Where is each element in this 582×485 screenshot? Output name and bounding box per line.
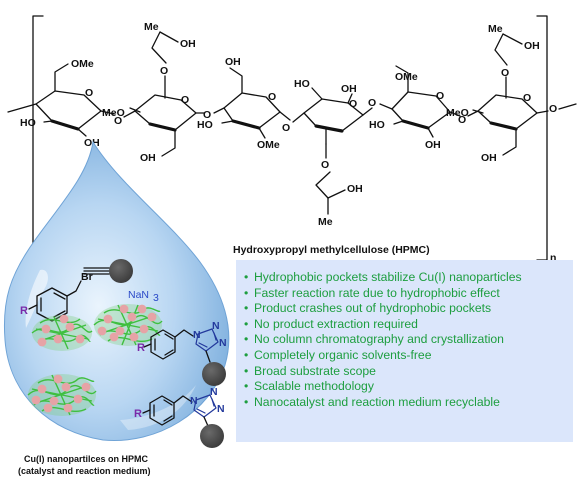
nanoparticle-cluster (27, 374, 97, 416)
svg-text:NaN: NaN (128, 289, 149, 301)
substituent-label: R (20, 305, 28, 317)
svg-text:OMe: OMe (71, 58, 94, 70)
triazole-product: R N N N (137, 320, 227, 386)
polymer-structure: n OMe HO OH O O O Me OH MeO OH O O (7, 15, 577, 264)
svg-text:O: O (436, 90, 444, 102)
svg-text:O: O (85, 87, 93, 99)
svg-text:O: O (523, 92, 531, 104)
benefit-item: •Nanocatalyst and reaction medium recycl… (244, 394, 500, 409)
svg-text:MeO: MeO (446, 107, 469, 119)
drop-body (3, 140, 230, 441)
right-bracket (536, 15, 548, 261)
svg-text:3: 3 (153, 292, 159, 304)
svg-text:R: R (137, 342, 145, 354)
svg-text:O: O (549, 103, 557, 115)
svg-text:OH: OH (341, 83, 357, 95)
nanoparticle-cluster (31, 314, 93, 351)
benefit-item: •Broad substrate scope (244, 363, 376, 378)
polymer-title: Hydroxypropyl methylcellulose (HPMC) (233, 244, 430, 256)
svg-text:HO: HO (369, 119, 385, 131)
svg-text:OH: OH (347, 183, 363, 195)
svg-text:HO: HO (197, 119, 213, 131)
svg-text:O: O (114, 115, 122, 127)
svg-text:OMe: OMe (257, 139, 280, 151)
svg-text:N: N (190, 395, 198, 407)
benefit-item: •No column chromatography and crystalliz… (244, 332, 504, 347)
svg-text:R: R (134, 408, 142, 420)
svg-text:O: O (321, 159, 329, 171)
benefit-item: •Faster reaction rate due to hydrophobic… (244, 285, 500, 300)
svg-text:N: N (193, 329, 201, 341)
nanoparticle-cluster (93, 304, 163, 346)
svg-text:O: O (160, 65, 168, 77)
svg-text:OH: OH (180, 38, 196, 50)
svg-text:OH: OH (481, 152, 497, 164)
svg-text:O: O (203, 109, 211, 121)
svg-text:O: O (349, 98, 357, 110)
svg-text:N: N (219, 337, 227, 349)
svg-text:OH: OH (140, 152, 156, 164)
svg-text:O: O (268, 91, 276, 103)
svg-text:HO: HO (294, 78, 310, 90)
benefit-item: •Hydrophobic pockets stabilize Cu(I) nan… (244, 270, 522, 284)
svg-text:OH: OH (524, 40, 540, 52)
drop-caption-line2: (catalyst and reaction medium) (18, 466, 151, 476)
sodium-azide: NaN 3 (128, 289, 159, 304)
svg-text:MeO: MeO (102, 107, 125, 119)
svg-text:O: O (458, 114, 466, 126)
svg-text:Me: Me (144, 21, 159, 33)
benzyl-bromide: Br R (20, 271, 93, 322)
alkyne (83, 259, 133, 283)
svg-text:O: O (501, 67, 509, 79)
svg-text:O: O (282, 122, 290, 134)
benefit-item: •Product crashes out of hydrophobic pock… (244, 301, 492, 316)
triazole-product: R N N N (134, 386, 225, 448)
svg-text:N: N (210, 386, 218, 398)
svg-text:O: O (368, 97, 376, 109)
svg-text:N: N (212, 320, 220, 332)
svg-text:Br: Br (81, 271, 93, 283)
substituent-dot (109, 259, 133, 283)
svg-text:OH: OH (225, 56, 241, 68)
left-bracket (32, 15, 44, 261)
substituent-dot (202, 362, 226, 386)
benefits-box: •Hydrophobic pockets stabilize Cu(I) nan… (236, 260, 573, 442)
svg-text:Me: Me (318, 216, 333, 228)
svg-text:N: N (217, 403, 225, 415)
repeat-subscript: n (550, 252, 556, 264)
substituent-dot (200, 424, 224, 448)
svg-text:OH: OH (425, 139, 441, 151)
svg-text:HO: HO (20, 117, 36, 129)
benefit-item: •Scalable methodology (244, 379, 374, 394)
svg-text:OMe: OMe (395, 71, 418, 83)
svg-text:O: O (181, 94, 189, 106)
polymer-backbone (7, 103, 37, 113)
benefit-item: •Completely organic solvents-free (244, 347, 432, 362)
benefit-item: •No product extraction required (244, 316, 418, 331)
drop-caption-line1: Cu(I) nanopartilces on HPMC (24, 454, 149, 464)
svg-text:Me: Me (488, 23, 503, 35)
